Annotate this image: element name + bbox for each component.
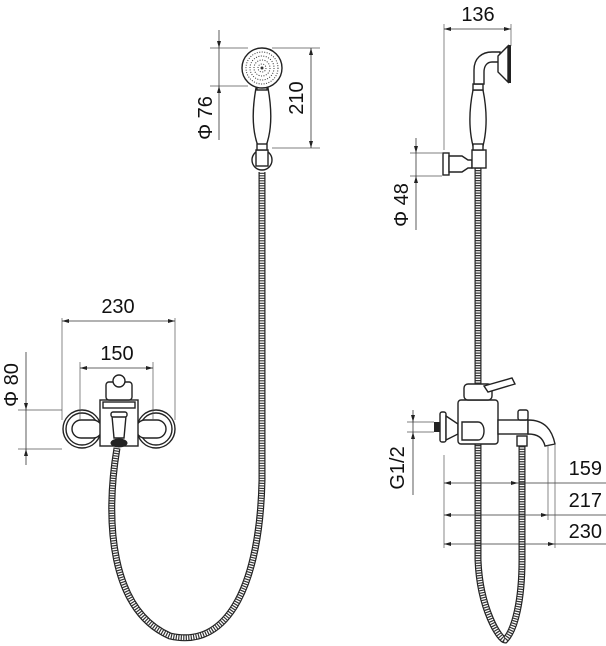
front-view: 230 150 Φ 80 Φ 76: [1, 30, 320, 642]
side-lever-handle: [482, 377, 516, 393]
dimension-g12: G1/2: [387, 410, 434, 495]
label-handshower-length: 210: [286, 81, 308, 114]
dimension-phi80: Φ 80: [1, 352, 62, 465]
label-overall-width: 230: [101, 296, 134, 318]
side-spout: [527, 419, 556, 447]
side-view: 136 Φ 48 G1/2 159: [387, 4, 606, 644]
side-flange: [439, 411, 447, 443]
label-overall-depth: 230: [569, 521, 602, 543]
label-head-diameter: Φ 76: [195, 96, 217, 140]
handshower-handle: [252, 87, 272, 147]
side-handshower-neck: [473, 51, 501, 85]
label-depth-spout: 217: [569, 490, 602, 512]
side-handshower-handle: [469, 89, 487, 147]
label-inlet-spacing: 150: [100, 343, 133, 365]
label-thread-size: G1/2: [387, 446, 409, 489]
diverter-knob: [517, 409, 529, 421]
dimension-210: 210: [272, 47, 320, 149]
side-holder-plate: [442, 152, 450, 176]
dimension-150: 150: [79, 343, 154, 420]
label-flange-diameter: Φ 80: [1, 363, 23, 407]
label-projection: 136: [461, 4, 494, 26]
dimension-phi76: Φ 76: [195, 30, 248, 140]
dimension-136: 136: [443, 4, 512, 150]
side-spout-pipe: [497, 419, 529, 435]
label-holder-diameter: Φ 48: [391, 183, 413, 227]
dimension-phi48: Φ 48: [391, 138, 442, 230]
dimension-230-front: 230: [61, 296, 176, 420]
dimension-depths: 159 217 230: [443, 445, 606, 548]
spout: [111, 415, 127, 439]
label-depth-outlet: 159: [569, 458, 602, 480]
